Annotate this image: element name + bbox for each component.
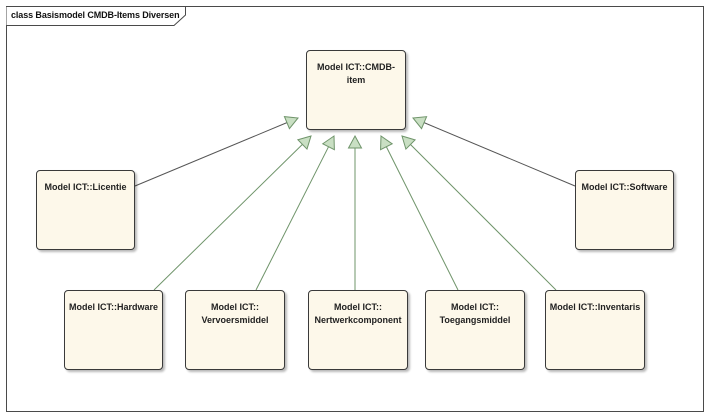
class-netwerkcomponent-name: Model ICT:: Nertwerkcomponent bbox=[314, 302, 402, 325]
class-hardware-name: Model ICT::Hardware bbox=[68, 302, 158, 312]
generalization-arrowhead-hardware bbox=[296, 135, 312, 150]
class-hardware[interactable]: Model ICT::Hardware bbox=[64, 290, 163, 370]
class-toegangsmiddel-name: Model ICT:: Toegangsmiddel bbox=[439, 302, 511, 325]
frame-title-tab bbox=[6, 6, 186, 26]
generalization-line-hardware[interactable] bbox=[153, 144, 303, 291]
generalization-line-licentie[interactable] bbox=[134, 122, 288, 187]
class-vervoersmiddel[interactable]: Model ICT:: Vervoersmiddel bbox=[185, 290, 285, 370]
class-cmdb-item[interactable]: Model ICT::CMDB- item bbox=[306, 50, 406, 130]
class-licentie-name: Model ICT::Licentie bbox=[44, 182, 127, 192]
class-netwerkcomponent[interactable]: Model ICT:: Nertwerkcomponent bbox=[308, 290, 408, 370]
generalization-line-software[interactable] bbox=[423, 122, 576, 187]
frame-title: class Basismodel CMDB-Items Diversen bbox=[11, 10, 180, 20]
generalization-arrowhead-software bbox=[412, 116, 428, 130]
generalization-line-toegangsmiddel[interactable] bbox=[385, 146, 459, 291]
generalization-line-inventaris[interactable] bbox=[410, 144, 557, 291]
class-software[interactable]: Model ICT::Software bbox=[575, 170, 674, 250]
generalization-arrowhead-inventaris bbox=[401, 135, 417, 151]
class-toegangsmiddel[interactable]: Model ICT:: Toegangsmiddel bbox=[425, 290, 525, 370]
class-licentie[interactable]: Model ICT::Licentie bbox=[36, 170, 135, 250]
class-vervoersmiddel-name: Model ICT:: Vervoersmiddel bbox=[201, 302, 269, 325]
generalization-arrowhead-vervoersmiddel bbox=[321, 135, 335, 151]
class-cmdb-item-name: Model ICT::CMDB- item bbox=[317, 62, 395, 85]
class-software-name: Model ICT::Software bbox=[581, 182, 668, 192]
generalization-arrowhead-toegangsmiddel bbox=[380, 135, 394, 151]
class-inventaris-name: Model ICT::Inventaris bbox=[549, 302, 641, 312]
generalization-line-vervoersmiddel[interactable] bbox=[255, 146, 330, 291]
class-inventaris[interactable]: Model ICT::Inventaris bbox=[545, 290, 645, 370]
generalization-arrowhead-licentie bbox=[283, 116, 299, 130]
generalization-arrowhead-netwerkcomponent bbox=[347, 134, 363, 149]
